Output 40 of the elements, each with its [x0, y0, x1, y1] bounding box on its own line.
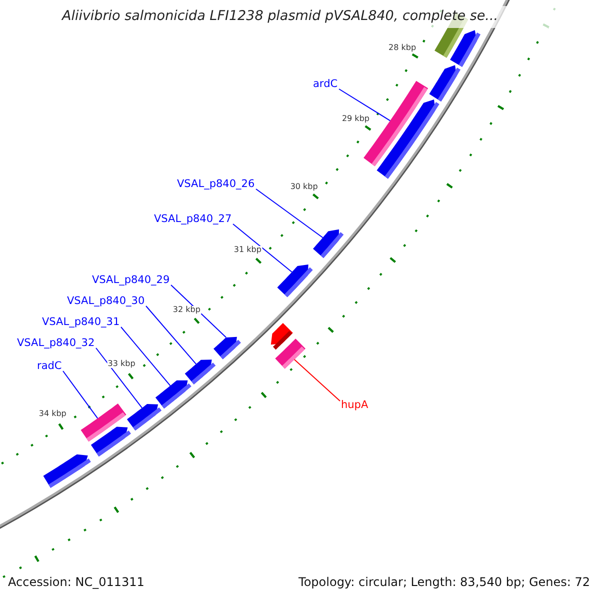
gene-label: radC	[37, 360, 62, 371]
gene-feature	[184, 360, 216, 384]
gene-label: VSAL_p840_29	[92, 274, 170, 285]
leader-line	[146, 306, 197, 365]
gene-feature	[126, 404, 162, 430]
gene-feature	[43, 454, 91, 488]
gene-bar	[275, 338, 306, 369]
scale-label: 33 kbp	[106, 360, 136, 368]
scale-label: 28 kbp	[388, 44, 418, 52]
gene-label: ardC	[313, 78, 338, 89]
summary-text: Topology: circular; Length: 83,540 bp; Genes: 72	[298, 576, 590, 588]
gene-label: VSAL_p840_31	[42, 316, 120, 327]
gene-feature	[376, 100, 440, 179]
gene-label: VSAL_p840_26	[177, 178, 255, 189]
scale-label: 30 kbp	[289, 182, 319, 191]
leader-line	[232, 224, 292, 273]
gene-label: VSAL_p840_32	[17, 338, 95, 348]
leader-line	[120, 326, 171, 386]
leader-line	[62, 370, 98, 419]
gene-feature	[313, 229, 344, 258]
leader-line	[96, 348, 143, 408]
leader-line	[170, 284, 227, 338]
gene-feature	[450, 30, 480, 67]
gene-label: VSAL_p840_30	[67, 296, 145, 306]
gene-label: VSAL_p840_27	[154, 214, 232, 224]
leader-line	[338, 88, 391, 122]
scale-label: 31 kbp	[232, 246, 262, 254]
leader-line	[256, 188, 324, 238]
scale-label: 32 kbp	[172, 306, 202, 314]
gene-label: hupA	[341, 400, 368, 410]
accession-text: Accession: NC_011311	[8, 576, 144, 588]
gene-feature	[155, 380, 192, 409]
gene-feature	[429, 65, 460, 102]
scale-label: 29 kbp	[340, 115, 370, 124]
gene-feature	[270, 322, 293, 350]
scale-label: 34 kbp	[38, 410, 68, 418]
gene-feature	[214, 336, 241, 360]
gene-feature	[90, 426, 131, 456]
gene-feature	[277, 264, 313, 298]
leader-line	[294, 359, 340, 402]
